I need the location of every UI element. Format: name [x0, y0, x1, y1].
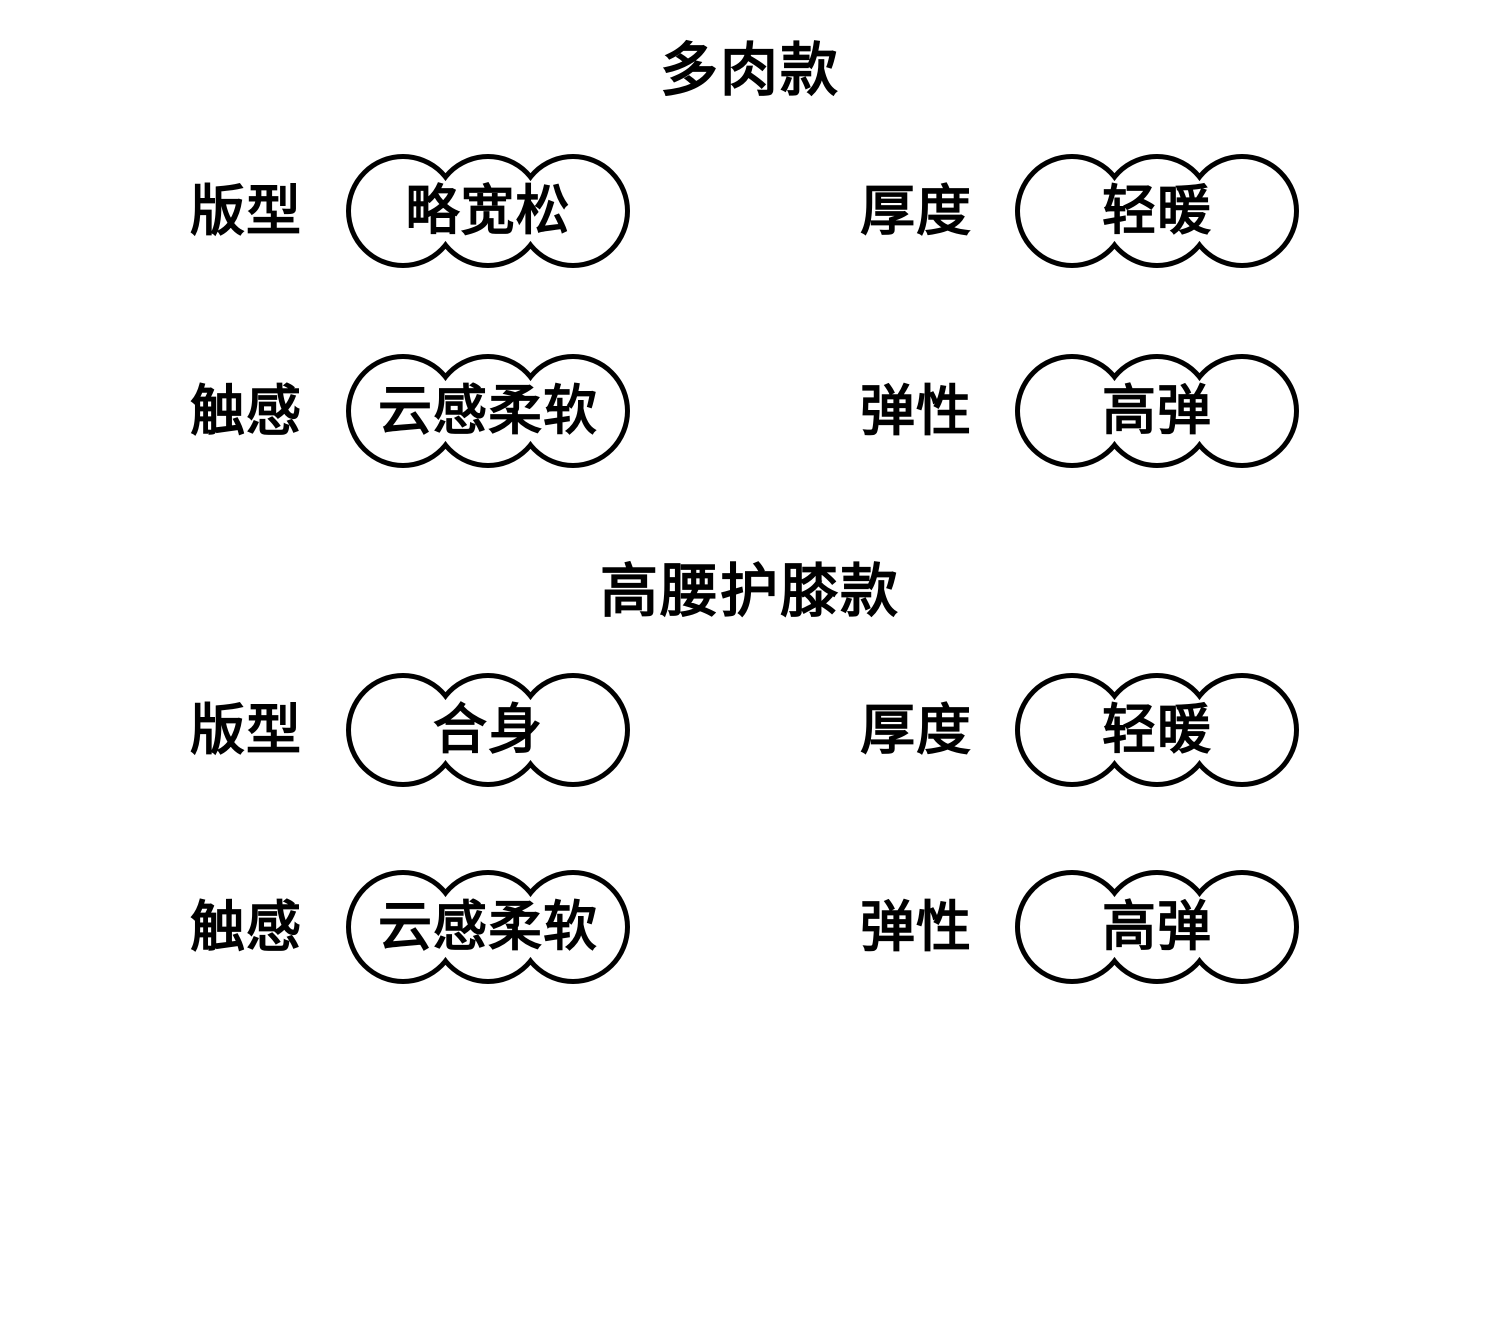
section-2-title: 高腰护膝款	[599, 559, 900, 624]
s1-cloud-bubble-touch: 云感柔软	[346, 354, 630, 468]
s2-cloud-bubble-touch: 云感柔软	[346, 870, 630, 984]
s1-cloud-bubble-elasticity: 高弹	[1015, 354, 1299, 468]
s1-cloud-bubble-fit: 略宽松	[346, 154, 630, 268]
s1-attribute-label-thickness: 厚度	[860, 179, 973, 242]
bubble-value: 云感柔软	[378, 381, 598, 441]
s2-attribute-label-touch: 触感	[190, 895, 303, 958]
bubble-value: 略宽松	[405, 181, 571, 241]
cloud-icon	[346, 154, 630, 268]
bubble-value: 高弹	[1102, 381, 1212, 441]
s2-cloud-bubble-elasticity: 高弹	[1015, 870, 1299, 984]
bubble-value: 轻暖	[1102, 181, 1212, 241]
s2-attribute-label-fit: 版型	[190, 698, 303, 761]
bubble-value: 云感柔软	[378, 897, 598, 957]
s1-cloud-bubble-thickness: 轻暖	[1015, 154, 1299, 268]
bubble-value: 合身	[433, 700, 543, 760]
s1-attribute-label-touch: 触感	[190, 379, 303, 442]
s2-attribute-label-elasticity: 弹性	[860, 895, 973, 958]
cloud-icon	[346, 354, 630, 468]
cloud-icon	[1015, 870, 1299, 984]
s1-attribute-label-fit: 版型	[190, 179, 303, 242]
s1-attribute-label-elasticity: 弹性	[860, 379, 973, 442]
s2-cloud-bubble-fit: 合身	[346, 673, 630, 787]
cloud-icon	[346, 870, 630, 984]
bubble-value: 轻暖	[1102, 700, 1212, 760]
cloud-icon	[1015, 354, 1299, 468]
bubble-value: 高弹	[1102, 897, 1212, 957]
cloud-icon	[1015, 673, 1299, 787]
s2-attribute-label-thickness: 厚度	[860, 698, 973, 761]
section-1-title: 多肉款	[659, 38, 840, 103]
s2-cloud-bubble-thickness: 轻暖	[1015, 673, 1299, 787]
cloud-icon	[1015, 154, 1299, 268]
cloud-icon	[346, 673, 630, 787]
